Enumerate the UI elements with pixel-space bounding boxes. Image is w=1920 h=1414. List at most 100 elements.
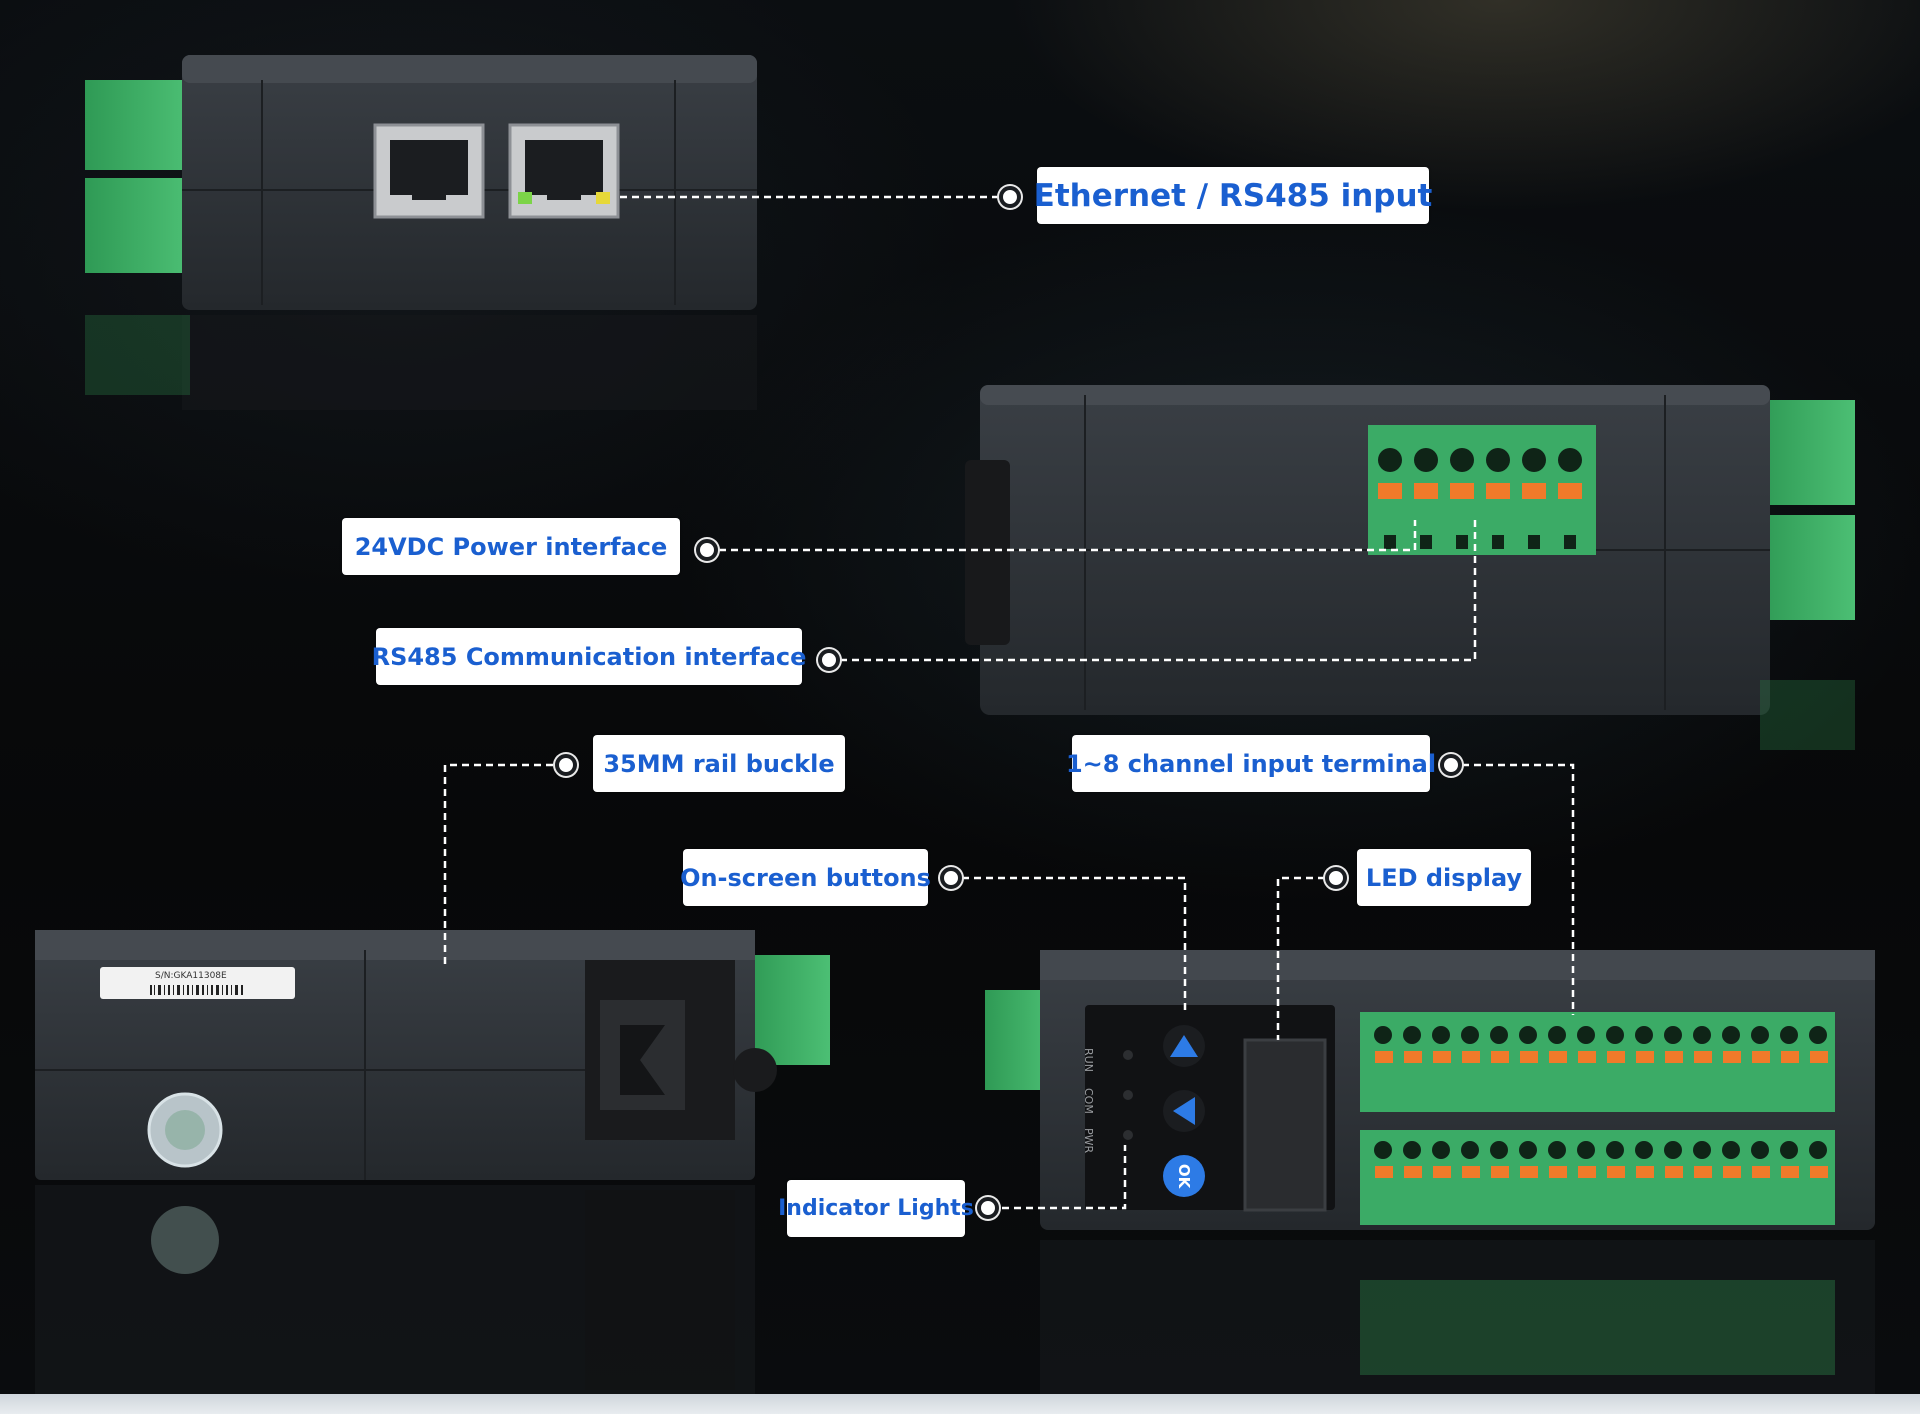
terminal-release-tab [1752,1051,1770,1063]
terminal-hole [1693,1026,1711,1044]
callout-dot-indicators [977,1197,999,1219]
terminal-release-tab [1520,1051,1538,1063]
terminal-hole [1809,1141,1827,1159]
callout-dot-terminal [1440,754,1462,776]
terminal-hole [1461,1026,1479,1044]
callout-dot-power [696,539,718,561]
connector-terminal [1450,763,1575,1015]
terminal-release-tab [1549,1166,1567,1178]
link-led [518,192,532,204]
terminal-release-tab [1520,1166,1538,1178]
rj45-port-left [373,123,485,219]
activity-led [596,192,610,204]
terminal-release-tab [1781,1166,1799,1178]
terminal-release-tab [1665,1166,1683,1178]
callout-dot-rail [555,754,577,776]
terminal-release-tab [1694,1051,1712,1063]
terminal-release-tab [1578,1166,1596,1178]
terminal-hole [1751,1141,1769,1159]
terminal-block-side [750,955,830,1065]
callout-on-screen-buttons: On-screen buttons [680,849,931,906]
terminal-hole [1693,1141,1711,1159]
terminal-hole [1577,1026,1595,1044]
com-led [1123,1090,1133,1100]
rj45-port-right [508,123,620,219]
left-arrow-button[interactable] [1163,1090,1205,1132]
terminal-release-tab [1549,1051,1567,1063]
connector-rs485 [828,520,1477,662]
serial-label [100,967,295,999]
connector-buttons [950,876,1187,1015]
terminal-hole [1722,1026,1740,1044]
terminal-block-side [1760,400,1855,505]
terminal-hole [1780,1026,1798,1044]
terminal-hole [1374,1141,1392,1159]
din-rail-buckle [585,960,777,1140]
rail-clip [965,460,1010,645]
callout-ethernet-rs485-input: Ethernet / RS485 input [1034,167,1432,224]
callout-1-8-channel-input-terminal: 1~8 channel input terminal [1066,735,1436,792]
callout-indicator-lights: Indicator Lights [778,1180,974,1237]
callout-rs485-communication-interface: RS485 Communication interface [372,628,806,685]
left-arrow-icon [1173,1097,1195,1125]
connector-led [1276,876,1325,1040]
callout-dot-buttons [940,867,962,889]
callout-dot-ethernet [999,186,1021,208]
terminal-release-tab [1810,1051,1828,1063]
terminal-hole [1519,1141,1537,1159]
callout-led-display: LED display [1357,849,1531,906]
terminal-hole [1664,1141,1682,1159]
terminal-hole [1403,1026,1421,1044]
terminal-release-tab [1781,1051,1799,1063]
terminal-release-tab [1636,1051,1654,1063]
terminal-release-tab [1810,1166,1828,1178]
up-arrow-button[interactable] [1163,1025,1205,1067]
terminal-release-tab [1375,1051,1393,1063]
led-display [1243,1038,1327,1212]
terminal-hole [1403,1141,1421,1159]
pwr-led [1123,1130,1133,1140]
terminal-hole [1490,1141,1508,1159]
bottom-strip [0,1394,1920,1414]
terminal-release-tab [1491,1166,1509,1178]
terminal-hole [1722,1141,1740,1159]
callout-24vdc-power-interface: 24VDC Power interface [342,518,680,575]
terminal-release-tab [1636,1166,1654,1178]
terminal-hole [1577,1141,1595,1159]
terminal-hole [1374,1026,1392,1044]
terminal-release-tab [1694,1166,1712,1178]
terminal-hole [1780,1141,1798,1159]
terminal-release-tab [1433,1051,1451,1063]
connector-indicators [990,1145,1127,1210]
terminal-release-tab [1723,1166,1741,1178]
terminal-release-tab [1723,1051,1741,1063]
terminal-release-tab [1404,1166,1422,1178]
terminal-release-tab [1491,1051,1509,1063]
terminal-hole [1635,1141,1653,1159]
terminal-release-tab [1433,1166,1451,1178]
terminal-hole [1461,1141,1479,1159]
terminal-release-tab [1375,1166,1393,1178]
terminal-block-side [85,80,190,170]
terminal-hole [1809,1026,1827,1044]
terminal-release-tab [1462,1051,1480,1063]
terminal-hole [1635,1026,1653,1044]
connector-rail [443,763,565,965]
terminal-hole [1664,1026,1682,1044]
serial-number-text: S/N:GKA11308E [155,971,227,981]
terminal-hole [1432,1026,1450,1044]
ok-button[interactable]: OK [1163,1155,1205,1197]
terminal-release-tab [1607,1051,1625,1063]
terminal-hole [1432,1141,1450,1159]
terminal-release-tab [1578,1051,1596,1063]
callout-35mm-rail-buckle: 35MM rail buckle [593,735,845,792]
run-led [1123,1050,1133,1060]
terminal-hole [1519,1026,1537,1044]
terminal-hole [1490,1026,1508,1044]
callout-dot-led [1325,867,1347,889]
